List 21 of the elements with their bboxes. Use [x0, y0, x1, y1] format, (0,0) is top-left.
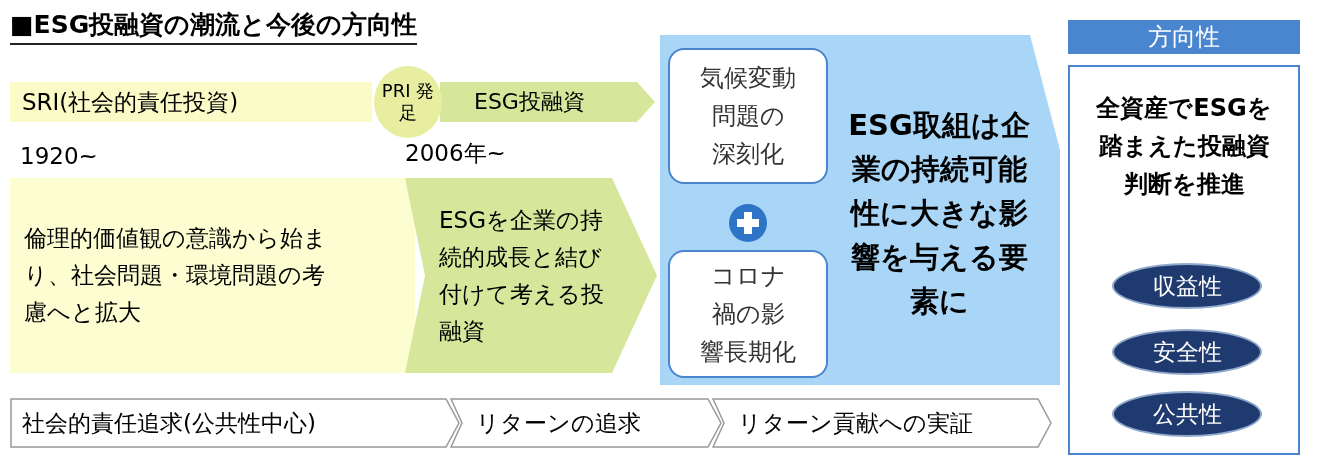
value-pill: 公共性 [1112, 391, 1262, 437]
factor-card: 気候変動問題の深刻化 [668, 48, 828, 184]
stage-box: リターン貢献への実証 [712, 398, 1052, 448]
stage-box: リターンの追求 [450, 398, 722, 448]
description-box: 倫理的価値観の意識から始まり、社会問題・環境問題の考慮へと拡大 [10, 178, 415, 373]
title: ■ESG投融資の潮流と今後の方向性 [10, 8, 418, 45]
value-pill: 安全性 [1112, 329, 1262, 375]
direction-text: 全資産でESGを踏まえた投融資判断を推進 [1095, 93, 1273, 200]
statement-text: ESG取組は企業の持続可能性に大きな影響を与える要素に [847, 107, 1031, 320]
factor-card: コロナ禍の影響長期化 [668, 250, 828, 378]
direction-panel [1068, 65, 1300, 455]
description-panel: ESGを企業の持続的成長と結び付けて考える投融資 [405, 178, 657, 373]
factor-panel [660, 35, 1060, 385]
timeline-band: ESG投融資 [440, 82, 655, 122]
header-bar: 方向性 [1068, 20, 1300, 54]
date-label: 2006年~ [405, 139, 506, 168]
stage-box: 社会的責任追求(公共性中心) [10, 398, 460, 448]
milestone-circle: PRI 発足 [374, 66, 442, 138]
value-pill: 収益性 [1112, 263, 1262, 309]
timeline-band: SRI(社会的責任投資) [10, 82, 372, 122]
date-label: 1920~ [20, 143, 98, 169]
